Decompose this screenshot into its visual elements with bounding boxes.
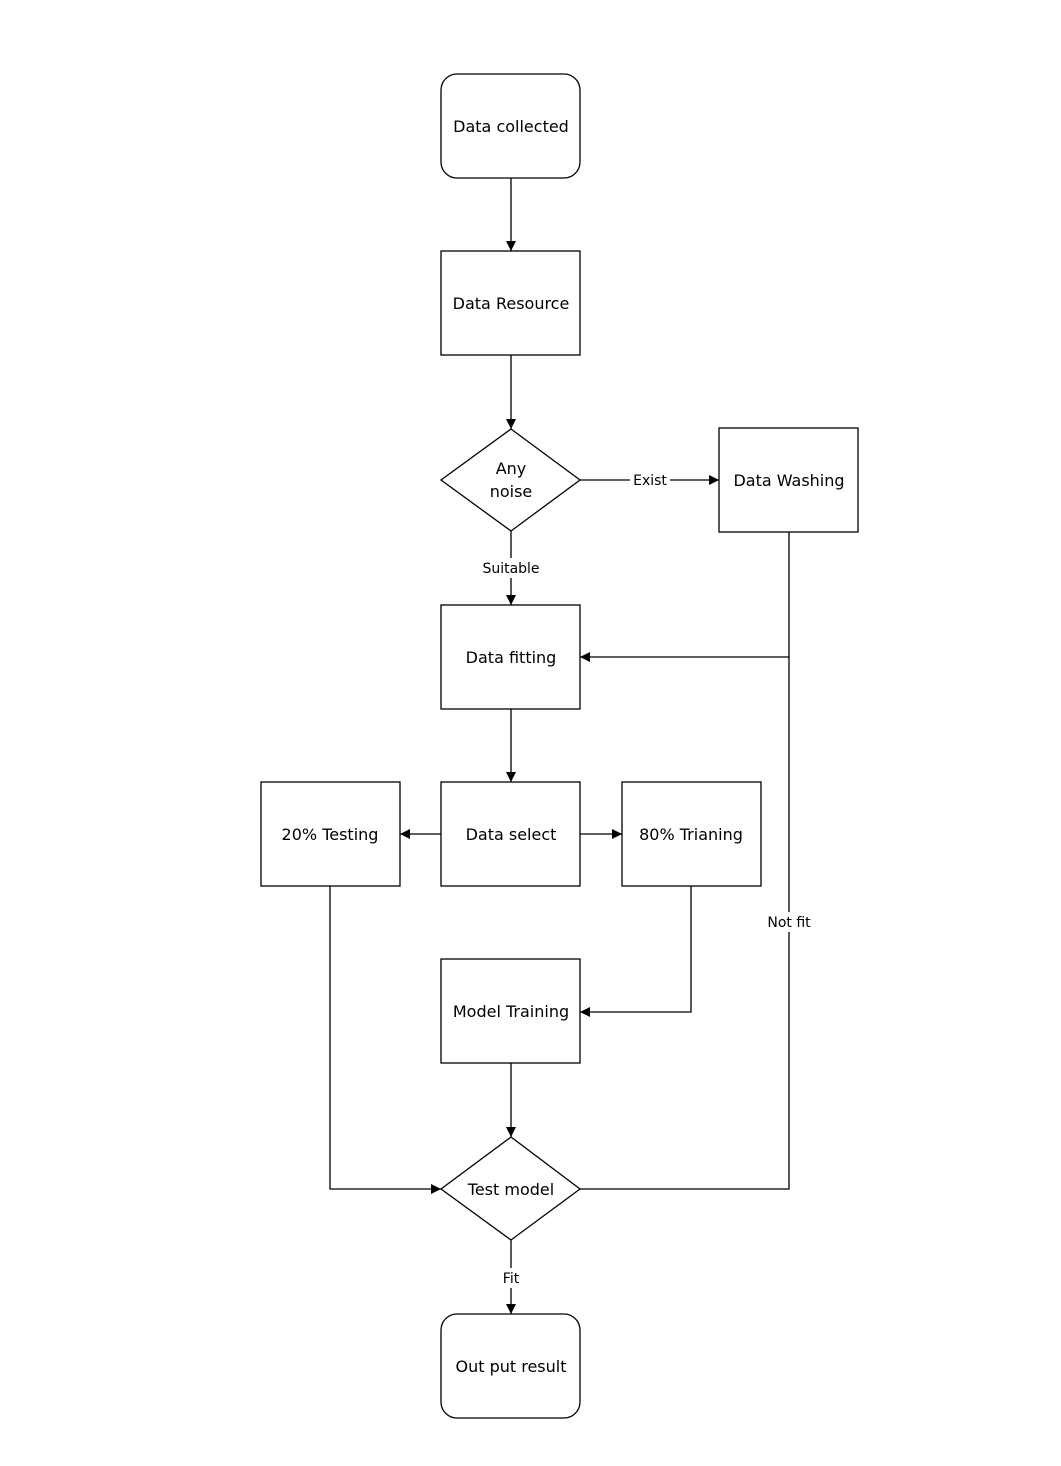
edge-label-fit: Fit — [503, 1271, 520, 1287]
node-data-resource-label: Data Resource — [453, 294, 570, 313]
edge-label-suitable: Suitable — [482, 561, 539, 577]
node-model-training-label: Model Training — [453, 1002, 569, 1021]
node-test-model-label: Test model — [467, 1180, 554, 1199]
node-data-washing: Data Washing — [718, 427, 859, 533]
node-data-select: Data select — [440, 781, 581, 887]
node-model-training: Model Training — [440, 958, 581, 1064]
node-output-result-label: Out put result — [455, 1357, 566, 1376]
edge-training-to-model — [580, 886, 692, 1017]
edge-washing-to-fitting — [580, 532, 790, 662]
node-test-model: Test model — [439, 1136, 582, 1241]
node-testing-20-label: 20% Testing — [282, 825, 379, 844]
node-data-fitting-label: Data fitting — [466, 648, 557, 667]
node-any-noise: Any noise — [439, 428, 582, 532]
node-data-fitting: Data fitting — [440, 604, 581, 710]
node-output-result: Out put result — [440, 1313, 581, 1419]
node-any-noise-label-line1: Any — [496, 459, 527, 478]
node-data-select-label: Data select — [466, 825, 557, 844]
node-any-noise-label-line2: noise — [490, 482, 533, 501]
node-data-collected: Data collected — [440, 73, 581, 179]
node-data-washing-label: Data Washing — [733, 471, 844, 490]
node-testing-20: 20% Testing — [260, 781, 401, 887]
edge-testing-to-testmodel — [329, 886, 441, 1194]
node-training-80-label: 80% Trianing — [639, 825, 743, 844]
edge-label-exist: Exist — [633, 473, 667, 489]
node-data-collected-label: Data collected — [453, 117, 569, 136]
node-data-resource: Data Resource — [440, 250, 581, 356]
edge-testmodel-not-fit — [580, 657, 790, 1190]
node-training-80: 80% Trianing — [621, 781, 762, 887]
edge-label-not-fit: Not fit — [767, 915, 811, 931]
